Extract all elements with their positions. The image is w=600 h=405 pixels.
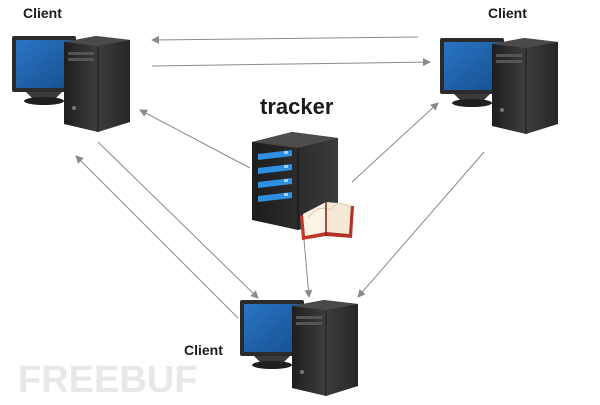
arrow-tracker-to-topright — [351, 102, 439, 183]
tracker-server — [252, 132, 338, 230]
client-computer-bottom — [240, 300, 358, 396]
arrow-bottom-to-topleft — [75, 155, 239, 319]
arrow-topleft-to-topright — [151, 58, 431, 67]
client-label-top-right: Client — [488, 5, 527, 21]
pc-tower-icon — [492, 38, 558, 134]
watermark-text: FREEBUF — [18, 359, 197, 400]
watermark: FREEBUF — [18, 359, 197, 401]
connection-arrows — [75, 35, 485, 319]
book-icon — [300, 202, 354, 240]
client-computer-top-right — [440, 38, 558, 134]
arrow-topright-to-bottom — [357, 151, 485, 298]
pc-tower-icon — [64, 36, 130, 132]
client-computer-top-left — [12, 36, 130, 132]
client-label-bottom: Client — [184, 342, 223, 358]
tracker-label: tracker — [260, 94, 334, 119]
arrow-topright-to-topleft — [151, 35, 419, 44]
pc-tower-icon — [292, 300, 358, 396]
arrow-topleft-to-bottom — [97, 141, 259, 299]
client-label-top-left: Client — [23, 5, 62, 21]
arrow-tracker-to-topleft — [139, 109, 251, 169]
